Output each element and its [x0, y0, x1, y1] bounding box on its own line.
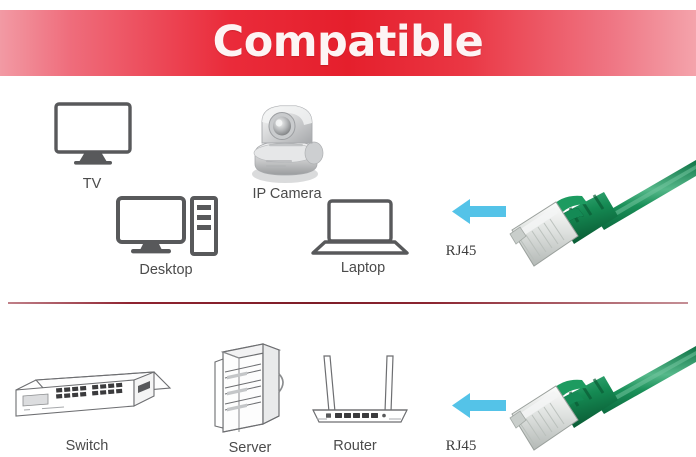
device-ip-camera: IP Camera — [222, 96, 352, 206]
device-switch: Switch — [14, 360, 174, 455]
connector-label-rj45-bottom: RJ45 — [445, 438, 477, 454]
ip-camera-icon — [252, 105, 324, 183]
server-rack-icon — [214, 343, 284, 433]
network-switch-icon — [15, 371, 172, 417]
device-label-ip-camera: IP Camera — [252, 186, 322, 202]
device-label-server: Server — [228, 440, 272, 456]
section-divider — [8, 302, 688, 304]
router-icon — [312, 355, 408, 423]
device-label-desktop: Desktop — [139, 262, 193, 278]
tv-icon — [54, 102, 132, 165]
rj45-connector-icon — [509, 160, 696, 267]
rj45-cable-top — [500, 160, 696, 278]
device-label-router: Router — [333, 438, 377, 454]
connector-label-rj45-top: RJ45 — [445, 243, 477, 259]
header-banner: Compatible — [0, 10, 696, 76]
arrow-left-bottom — [450, 390, 510, 422]
arrow-left-icon — [452, 393, 506, 418]
rj45-cable-bottom — [500, 346, 696, 457]
connector-label-bottom-wrap: RJ45 — [411, 438, 511, 457]
rj45-connector-icon — [509, 346, 696, 451]
arrow-left-icon — [452, 199, 506, 224]
device-label-laptop: Laptop — [340, 260, 386, 276]
device-tv: TV — [32, 100, 152, 195]
laptop-icon — [311, 199, 409, 255]
page-title: Compatible — [212, 17, 484, 67]
device-server: Server — [205, 336, 295, 456]
desktop-computer-icon — [116, 196, 218, 256]
device-label-switch: Switch — [65, 438, 109, 454]
device-label-tv: TV — [82, 176, 102, 192]
arrow-left-top — [450, 196, 510, 228]
device-router: Router — [305, 352, 415, 456]
connector-label-top-wrap: RJ45 — [411, 243, 511, 263]
device-desktop: Desktop — [106, 196, 226, 286]
device-laptop: Laptop — [303, 198, 423, 286]
